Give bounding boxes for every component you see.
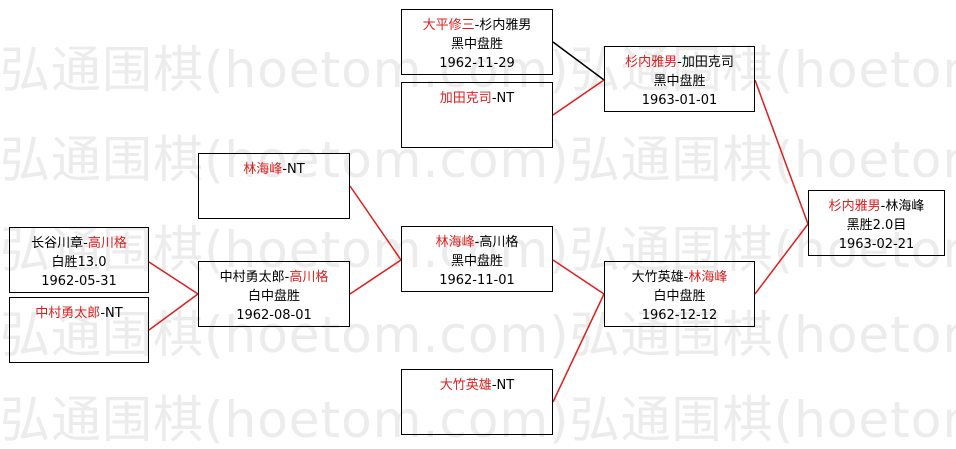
player-separator: -	[677, 55, 682, 70]
game-date: 1962-11-01	[439, 273, 515, 288]
game-date: 1963-01-01	[641, 93, 718, 108]
player-black: 加田克司	[439, 91, 492, 106]
game-players: 中村勇太郎-高川格	[199, 262, 349, 287]
player-black: 大竹英雄	[439, 378, 492, 393]
player-white: NT	[496, 378, 515, 393]
player-white: 杉内雅男	[479, 18, 532, 33]
player-separator: -	[880, 199, 886, 214]
player-black: 杉内雅男	[625, 55, 678, 70]
player-white: 加田克司	[681, 55, 734, 70]
game-players: 林海峰-NT	[199, 154, 349, 179]
game-date: 1962-08-01	[236, 308, 312, 323]
game-result: 黑中盘胜	[450, 254, 503, 269]
game-box-g9[interactable]: 大竹英雄-NT	[401, 369, 553, 435]
game-box-g2[interactable]: 加田克司-NT	[401, 82, 553, 148]
player-black: 大竹英雄	[631, 270, 684, 285]
game-players: 杉内雅男-加田克司	[605, 47, 754, 72]
game-date: 1962-12-12	[641, 308, 718, 323]
player-separator: -	[474, 18, 480, 33]
game-box-g6[interactable]: 中村勇太郎-NT	[9, 297, 149, 363]
game-result: 白中盘胜	[653, 289, 706, 304]
game-players: 加田克司-NT	[402, 83, 552, 108]
game-result: 黑中盘胜	[653, 74, 706, 89]
game-result: 白中盘胜	[247, 289, 300, 304]
player-separator: -	[474, 235, 480, 250]
player-separator: -	[491, 91, 497, 106]
player-white: NT	[287, 162, 305, 177]
line-g6-to-g7	[148, 293, 199, 331]
game-date: 1963-02-21	[838, 237, 915, 252]
player-black: 中村勇太郎	[35, 306, 101, 321]
line-g7-to-g8	[349, 259, 402, 295]
game-result: 黑胜2.0目	[846, 218, 907, 233]
game-players: 大竹英雄-林海峰	[605, 262, 754, 287]
player-white: 高川格	[289, 270, 329, 285]
line-g1-to-g3	[552, 41, 605, 81]
game-players: 大平修三-杉内雅男	[402, 10, 552, 35]
player-white: 林海峰	[688, 270, 728, 285]
player-black: 长谷川章	[31, 236, 84, 251]
player-white: 林海峰	[885, 199, 925, 214]
player-separator: -	[83, 236, 88, 251]
game-players: 杉内雅男-林海峰	[809, 191, 944, 216]
game-box-g3[interactable]: 杉内雅男-加田克司 黑中盘胜 1963-01-01	[604, 46, 755, 112]
player-separator: -	[282, 162, 288, 177]
player-black: 大平修三	[422, 18, 475, 33]
game-result: 黑中盘胜	[450, 37, 503, 52]
player-separator: -	[491, 378, 497, 393]
game-result: 白胜13.0	[51, 255, 107, 270]
game-date: 1962-11-29	[439, 56, 515, 71]
game-box-g5[interactable]: 长谷川章-高川格 白胜13.0 1962-05-31	[9, 227, 149, 293]
game-date: 1962-05-31	[41, 274, 117, 289]
game-box-g4[interactable]: 林海峰-NT	[198, 153, 350, 219]
line-g2-to-g3	[552, 79, 605, 116]
player-black: 杉内雅男	[828, 199, 881, 214]
line-g8-to-g10	[552, 259, 605, 295]
player-white: 高川格	[87, 236, 127, 251]
player-white: NT	[496, 91, 515, 106]
game-box-g8[interactable]: 林海峰-高川格 黑中盘胜 1962-11-01	[401, 226, 553, 292]
player-white: 高川格	[479, 235, 519, 250]
game-box-g11[interactable]: 杉内雅男-林海峰 黑胜2.0目 1963-02-21	[808, 190, 945, 256]
player-black: 中村勇太郎	[219, 270, 285, 285]
game-players: 林海峰-高川格	[402, 227, 552, 252]
player-white: NT	[105, 306, 123, 321]
player-separator: -	[100, 306, 106, 321]
game-players: 长谷川章-高川格	[10, 228, 148, 253]
line-g3-to-g11	[754, 79, 809, 225]
game-players: 大竹英雄-NT	[402, 370, 552, 395]
line-g9-to-g10	[552, 293, 605, 403]
player-separator: -	[284, 270, 290, 285]
player-black: 林海峰	[243, 162, 283, 177]
player-black: 林海峰	[435, 235, 475, 250]
game-box-g10[interactable]: 大竹英雄-林海峰 白中盘胜 1962-12-12	[604, 261, 755, 327]
line-g4-to-g8	[349, 185, 402, 261]
game-box-g7[interactable]: 中村勇太郎-高川格 白中盘胜 1962-08-01	[198, 261, 350, 327]
game-box-g1[interactable]: 大平修三-杉内雅男 黑中盘胜 1962-11-29	[401, 9, 553, 75]
game-players: 中村勇太郎-NT	[10, 298, 148, 323]
line-g5-to-g7	[148, 261, 199, 295]
line-g10-to-g11	[754, 223, 809, 295]
player-separator: -	[683, 270, 689, 285]
